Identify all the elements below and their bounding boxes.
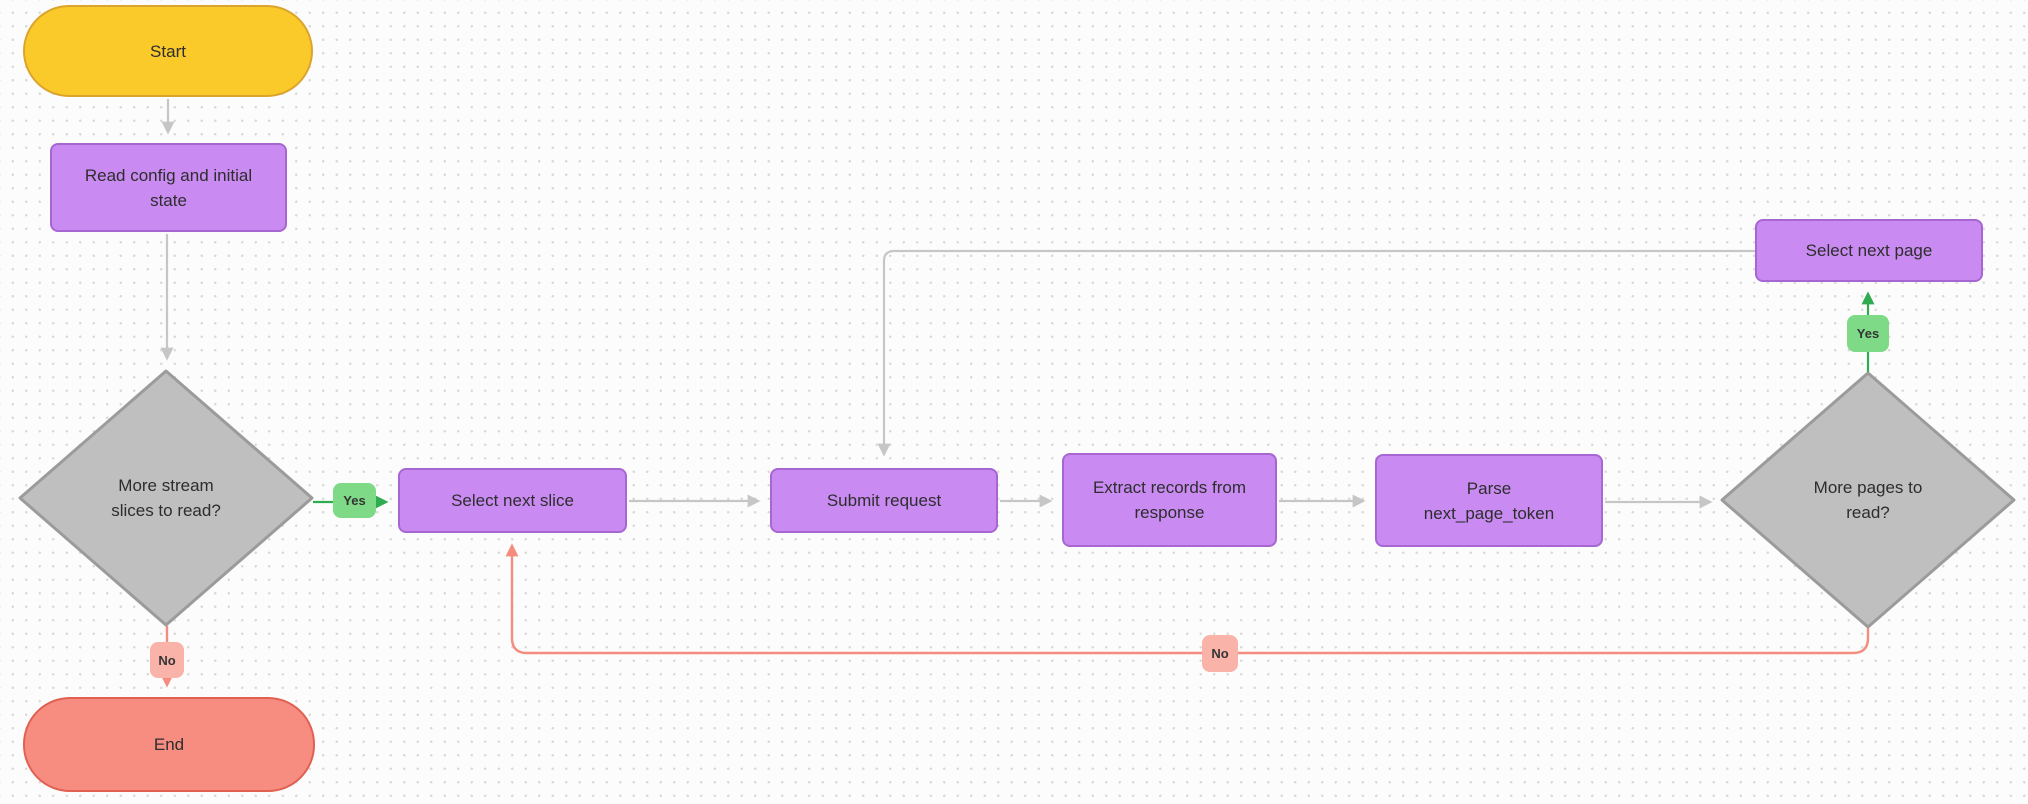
edge-label-no-pages[interactable]: No [1202,635,1238,672]
edge-more-pages-no-to-select-slice [505,543,1870,655]
node-select-next-slice[interactable]: Select next slice [398,468,627,533]
decision-more-slices-shape[interactable] [18,369,314,627]
edge-label-yes-slices[interactable]: Yes [333,483,376,518]
decision-more-pages-shape[interactable] [1720,371,2016,629]
node-parse-next-page-token[interactable]: Parse next_page_token [1375,454,1603,547]
node-submit-request[interactable]: Submit request [770,468,998,533]
node-extract-records[interactable]: Extract records from response [1062,453,1277,547]
edge-select-page-to-submit-request-loop [877,249,1755,457]
node-select-next-page[interactable]: Select next page [1755,219,1983,282]
node-read-config[interactable]: Read config and initial state [50,143,287,232]
edge-label-no-slices[interactable]: No [150,642,184,678]
edge-label-yes-pages[interactable]: Yes [1847,315,1889,352]
node-start[interactable]: Start [23,5,313,97]
node-end[interactable]: End [23,697,315,792]
